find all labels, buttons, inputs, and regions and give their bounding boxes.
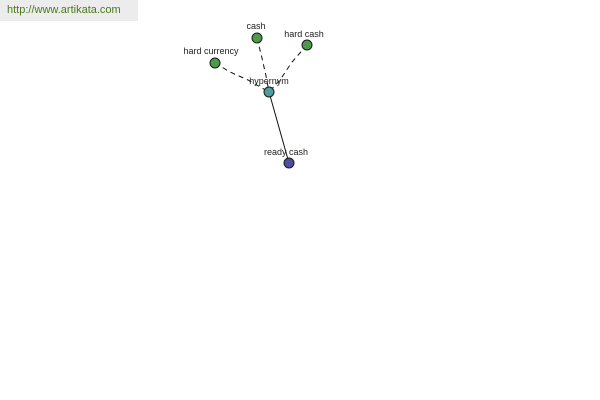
- node-label-hypernym[interactable]: hypernym: [249, 76, 289, 86]
- nodes-layer: hard currency cash hard cash hypernym ready …: [183, 21, 324, 169]
- node-label-ready-cash[interactable]: ready cash: [264, 147, 308, 157]
- node-cash[interactable]: [251, 32, 263, 44]
- edges-layer: [214, 37, 308, 164]
- node-label-cash[interactable]: cash: [246, 21, 265, 31]
- edge-hypernym-to-ready-cash: [268, 91, 290, 164]
- node-hard-cash[interactable]: [301, 39, 313, 51]
- edge-cash-to-hypernym: [256, 37, 270, 93]
- node-label-hard-currency[interactable]: hard currency: [183, 46, 239, 56]
- node-ready-cash[interactable]: [283, 157, 295, 169]
- edge-hard-cash-to-hypernym: [268, 44, 308, 93]
- source-link[interactable]: http://www.artikata.com: [7, 4, 121, 16]
- edge-hard-currency-to-hypernym: [214, 62, 270, 93]
- node-hypernym[interactable]: [263, 86, 275, 98]
- node-label-hard-cash[interactable]: hard cash: [284, 29, 324, 39]
- source-link-bar: http://www.artikata.com: [0, 0, 138, 21]
- node-hard-currency[interactable]: [209, 57, 221, 69]
